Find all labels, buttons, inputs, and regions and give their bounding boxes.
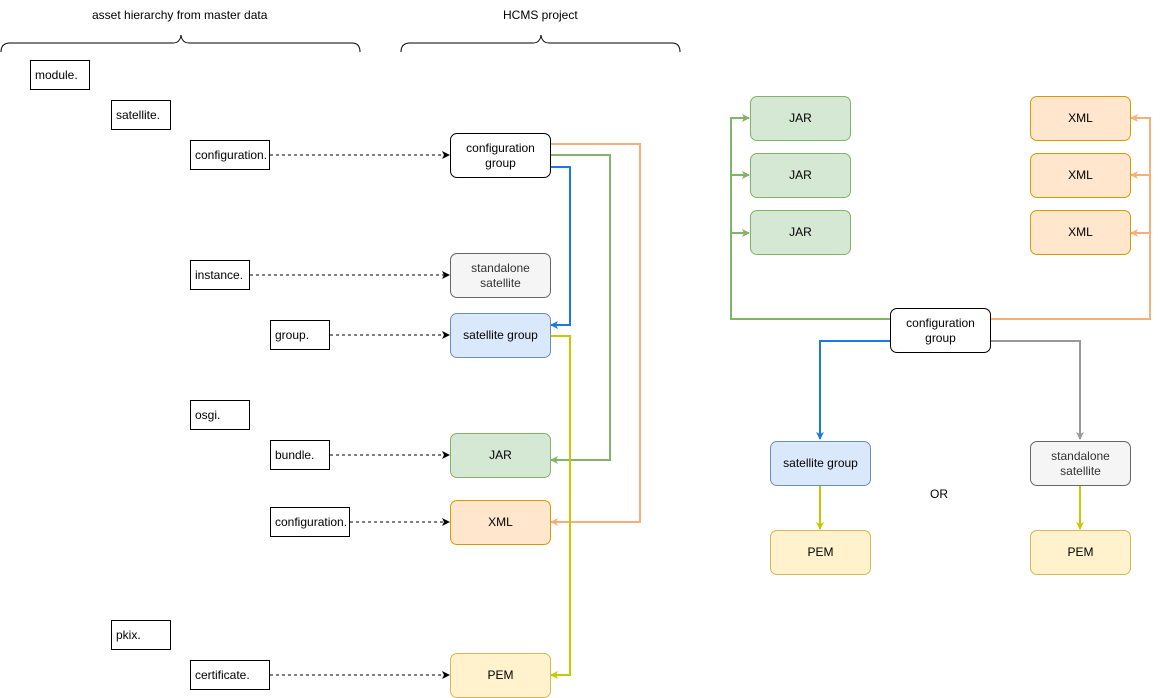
master-osgi[interactable]: osgi. [190, 400, 250, 430]
right-pem-right[interactable]: PEM [1030, 530, 1131, 575]
master-certificate[interactable]: certificate. [190, 660, 270, 690]
right-jar-1[interactable]: JAR [750, 96, 851, 141]
master-module[interactable]: module. [30, 60, 90, 90]
hcms-configuration-group[interactable]: configuration group [450, 133, 551, 178]
or-label: OR [930, 487, 948, 501]
hcms-satellite-group[interactable]: satellite group [450, 313, 551, 358]
header-master-data: asset hierarchy from master data [92, 8, 268, 22]
edge-config-to-xml [550, 143, 641, 526]
hcms-jar[interactable]: JAR [450, 433, 551, 478]
header-hcms-project: HCMS project [503, 8, 578, 22]
right-pem-left[interactable]: PEM [770, 530, 871, 575]
master-osgi-configuration[interactable]: configuration. [270, 507, 350, 537]
master-pkix[interactable]: pkix. [111, 620, 171, 650]
hcms-xml[interactable]: XML [450, 500, 551, 545]
right-satellite-group[interactable]: satellite group [770, 441, 871, 486]
brace-master [0, 34, 361, 53]
right-xml-1[interactable]: XML [1030, 96, 1131, 141]
brace-hcms [400, 34, 681, 53]
right-jar-2[interactable]: JAR [750, 153, 851, 198]
edge-r-config-to-xmls [990, 114, 1151, 320]
master-instance[interactable]: instance. [190, 260, 250, 290]
edge-satgroup-to-pem [550, 335, 571, 679]
master-satellite[interactable]: satellite. [111, 100, 171, 130]
master-bundle[interactable]: bundle. [270, 440, 330, 470]
hcms-standalone-satellite[interactable]: standalone satellite [450, 253, 551, 298]
edge-r-config-to-satgroup [816, 340, 890, 440]
right-xml-3[interactable]: XML [1030, 210, 1131, 255]
edge-config-to-satgroup [550, 166, 571, 329]
master-group[interactable]: group. [270, 320, 330, 350]
right-xml-2[interactable]: XML [1030, 153, 1131, 198]
right-jar-3[interactable]: JAR [750, 210, 851, 255]
hcms-pem[interactable]: PEM [450, 653, 551, 698]
right-standalone-satellite[interactable]: standalone satellite [1030, 441, 1131, 486]
edge-r-config-to-jars [730, 114, 890, 320]
right-configuration-group[interactable]: configuration group [890, 308, 991, 353]
edge-config-to-jar [550, 154, 611, 464]
edge-r-config-to-standalone [990, 340, 1084, 440]
master-configuration[interactable]: configuration. [190, 140, 270, 170]
